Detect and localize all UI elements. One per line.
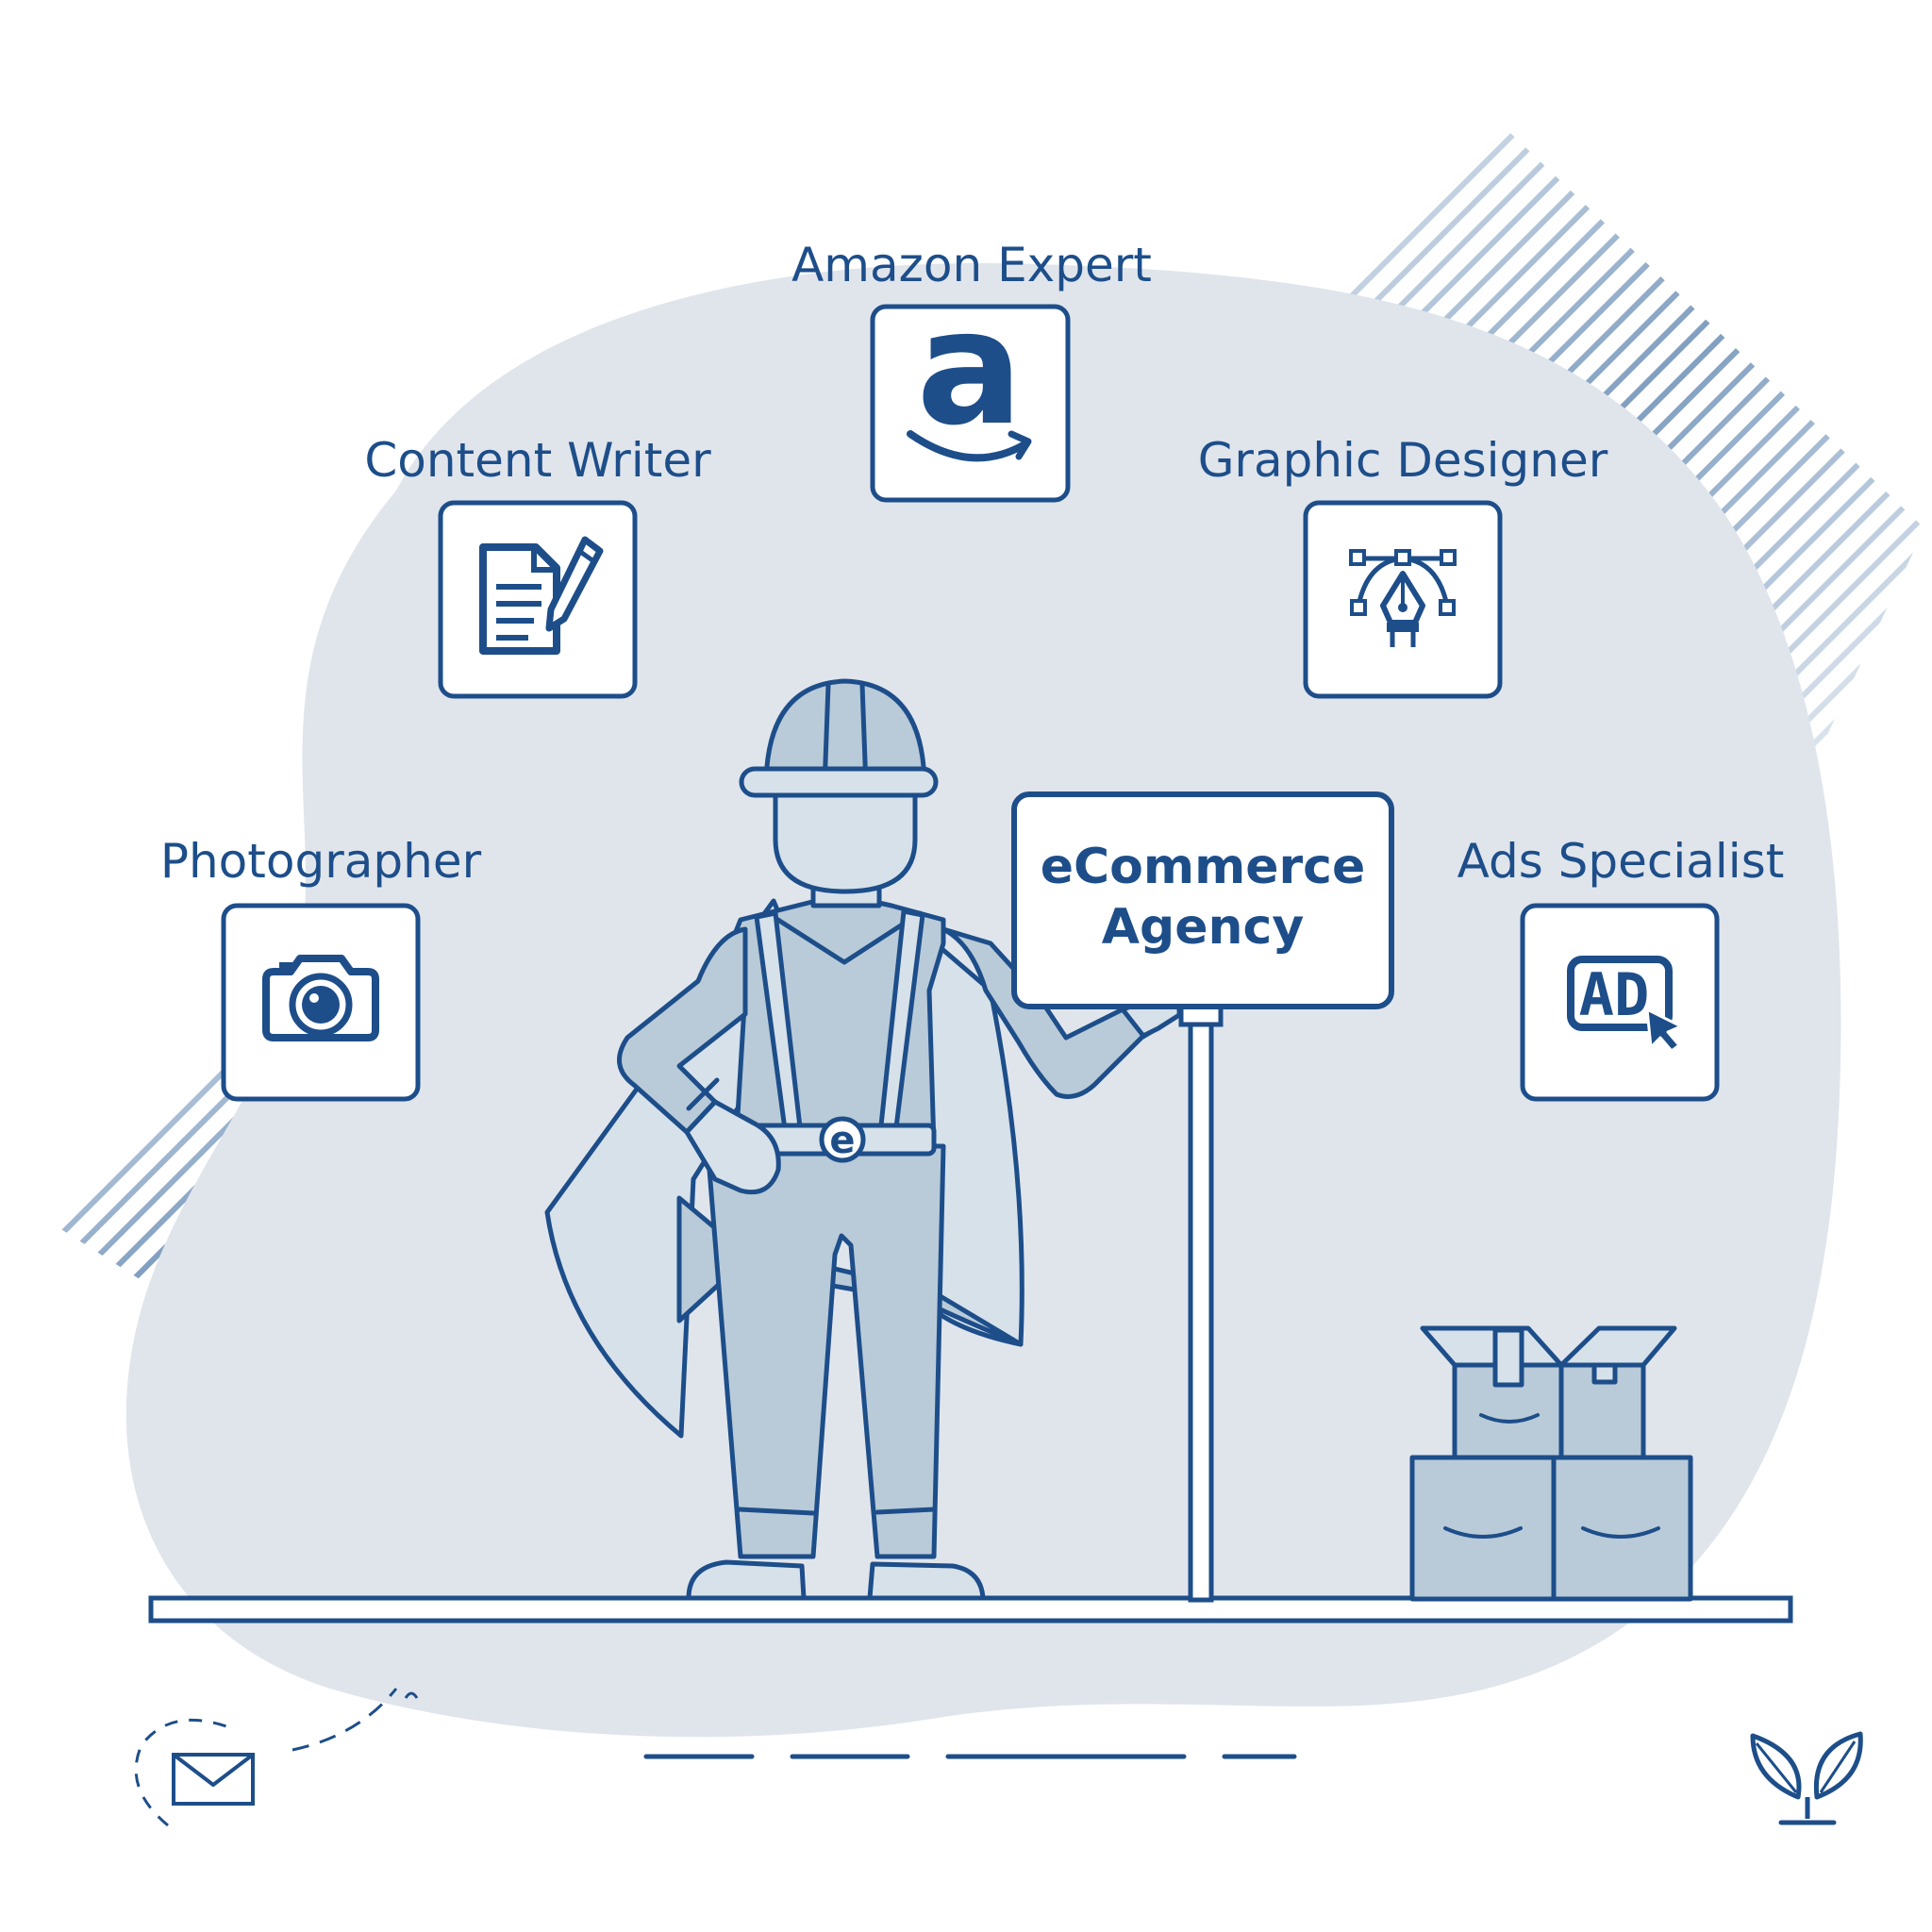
right-arm (941, 926, 1173, 1099)
document-pencil-icon (479, 536, 604, 655)
right-shoe (867, 1561, 986, 1601)
camera-icon (262, 955, 379, 1041)
amazon-expert-label: Amazon Expert (791, 238, 1152, 292)
head (773, 790, 918, 894)
ground-line (148, 1595, 1793, 1624)
ad-cursor-icon: AD (1567, 956, 1683, 1053)
envelope-icon (134, 1688, 419, 1827)
hero-figure: e (544, 678, 1182, 1601)
amazon-expert-card: a (870, 275, 1071, 503)
amazon-logo-icon: a (907, 275, 1032, 462)
photographer-card (221, 903, 421, 1102)
sign-line-2: Agency (1102, 899, 1304, 956)
sign-board: eCommerce Agency (1011, 791, 1394, 1009)
graphic-designer-label: Graphic Designer (1198, 433, 1608, 488)
ads-specialist-label: Ads Specialist (1457, 834, 1785, 889)
belt-buckle (819, 1116, 866, 1163)
left-arm (617, 926, 748, 1135)
leaf-sprout-icon (1750, 1731, 1863, 1825)
content-writer-label: Content Writer (364, 433, 711, 488)
content-writer-card (438, 500, 638, 699)
helmet (763, 678, 927, 791)
ad-text: AD (1579, 960, 1650, 1029)
package-boxes (1409, 1325, 1693, 1602)
left-shoe (686, 1559, 807, 1601)
belt-letter: e (829, 1119, 855, 1162)
sign-line-1: eCommerce (1041, 839, 1366, 895)
graphic-designer-card (1303, 500, 1503, 699)
pen-tool-bezier-icon (1349, 549, 1457, 647)
amazon-letter: a (916, 275, 1023, 460)
ads-specialist-card: AD (1520, 903, 1720, 1102)
photographer-label: Photographer (160, 834, 482, 889)
